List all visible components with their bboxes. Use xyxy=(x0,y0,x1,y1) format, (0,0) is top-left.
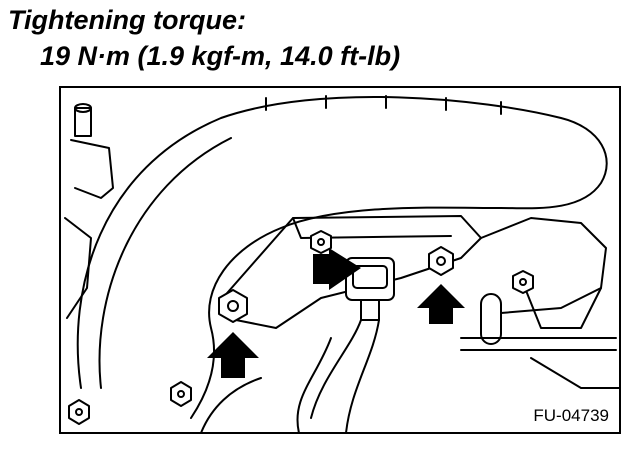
left-post xyxy=(74,107,92,137)
arrow-right-icon xyxy=(313,248,361,290)
illustration-drawing xyxy=(64,95,619,432)
figure-code: FU-04739 xyxy=(531,406,611,426)
bolt-icon xyxy=(310,230,332,254)
bolt-icon xyxy=(170,381,192,407)
bolt-icon xyxy=(218,289,248,323)
torque-heading: Tightening torque: xyxy=(8,5,246,35)
bolt-icon xyxy=(512,270,534,294)
arrow-up-icon xyxy=(207,332,259,378)
bolt-icon xyxy=(68,399,90,425)
bolt-icon xyxy=(428,246,454,276)
engine-illustration: FU-04739 xyxy=(59,86,621,434)
torque-value: 19 N·m (1.9 kgf-m, 14.0 ft-lb) xyxy=(40,41,401,71)
intake-duct xyxy=(76,96,608,419)
wiring-harness xyxy=(296,319,380,432)
arrow-up-icon xyxy=(417,284,465,324)
